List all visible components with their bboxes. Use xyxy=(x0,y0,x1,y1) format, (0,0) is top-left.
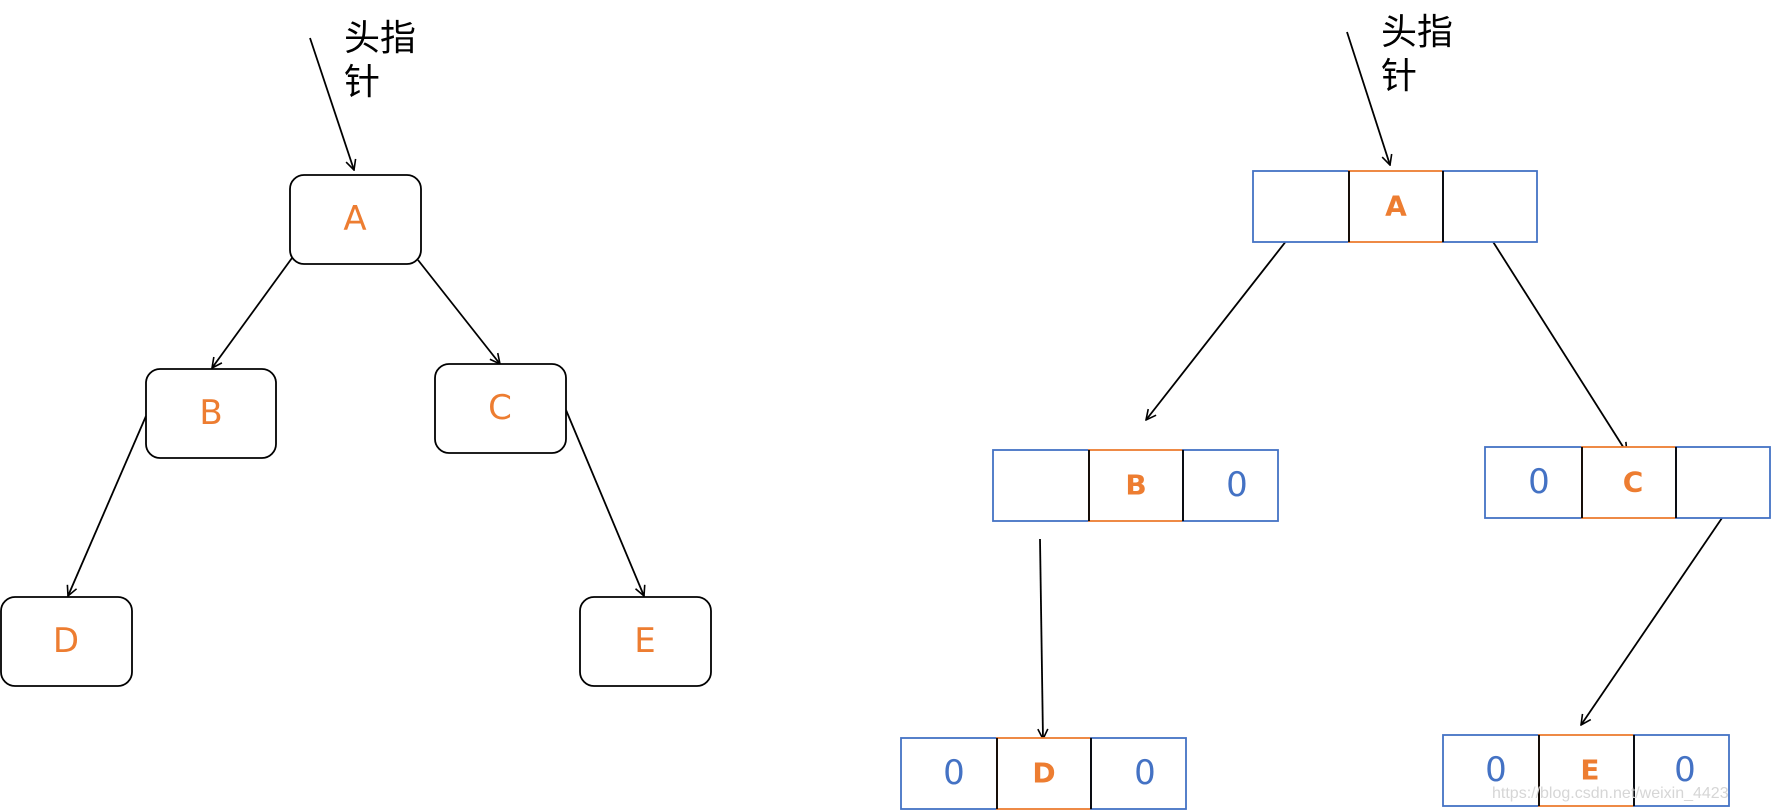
right-pointer-value: 0 xyxy=(1674,750,1696,790)
right-pointer-cell xyxy=(1182,449,1279,522)
tree-node-b: B xyxy=(145,368,277,459)
linked-view: 头指 针 A B 0 xyxy=(900,12,1771,810)
tree-node-a: A xyxy=(289,174,422,265)
right-pointer-cell xyxy=(1442,170,1538,243)
node-data-value: A xyxy=(1385,190,1407,223)
linked-node-d: 0 D 0 xyxy=(900,737,1187,810)
left-pointer-cell xyxy=(992,449,1090,522)
left-pointer-cell xyxy=(900,737,998,810)
right-pointer-cell xyxy=(1633,734,1730,807)
left-pointer-cell xyxy=(1484,446,1583,519)
watermark-text: https://blog.csdn.net/weixin_4423 xyxy=(1492,785,1729,802)
left-pointer-value: 0 xyxy=(1485,750,1507,790)
tree-edge-b-d xyxy=(68,415,147,596)
pointer-a-right-to-c xyxy=(1489,236,1627,453)
node-data-value: E xyxy=(1580,754,1599,787)
head-pointer-label-line2: 针 xyxy=(344,62,380,103)
tree-view: 头指 针 A B C D E xyxy=(0,18,712,687)
tree-node-label: E xyxy=(634,621,655,661)
head-pointer-arrow xyxy=(1346,31,1390,165)
data-cell xyxy=(1581,446,1677,519)
data-cell xyxy=(1088,449,1184,522)
right-pointer-cell xyxy=(1090,737,1187,810)
linked-node-c: 0 C xyxy=(1484,446,1771,519)
right-pointer-cell xyxy=(1675,446,1771,519)
right-pointer-value: 0 xyxy=(1134,753,1156,793)
node-data-value: C xyxy=(1623,466,1644,499)
tree-node-e: E xyxy=(579,596,712,687)
node-data-value: D xyxy=(1032,757,1055,790)
head-pointer-label-line2: 针 xyxy=(1381,56,1417,97)
tree-node-c: C xyxy=(434,363,567,454)
tree-node-label: A xyxy=(343,199,366,239)
left-pointer-value: 0 xyxy=(943,753,965,793)
tree-node-label: B xyxy=(199,393,222,433)
tree-node-label: D xyxy=(53,621,79,661)
linked-node-a: A xyxy=(1252,170,1538,243)
head-pointer-label-line1: 头指 xyxy=(1381,12,1453,53)
pointer-c-right-to-e xyxy=(1581,517,1723,725)
tree-edge-a-b xyxy=(212,257,293,368)
head-pointer-label-line1: 头指 xyxy=(344,18,416,59)
tree-edge-c-e xyxy=(565,409,644,596)
pointer-a-left-to-b xyxy=(1146,230,1295,420)
left-pointer-cell xyxy=(1252,170,1350,243)
linked-node-e: 0 E 0 xyxy=(1442,734,1730,807)
right-pointer-value: 0 xyxy=(1226,465,1248,505)
left-pointer-value: 0 xyxy=(1528,462,1550,502)
data-cell xyxy=(1538,734,1635,807)
node-data-value: B xyxy=(1125,469,1146,502)
tree-node-d: D xyxy=(0,596,133,687)
pointer-b-left-to-d xyxy=(1040,538,1043,739)
head-pointer-arrow xyxy=(309,37,354,170)
tree-edge-a-c xyxy=(417,259,500,364)
linked-node-b: B 0 xyxy=(992,449,1279,522)
tree-node-label: C xyxy=(488,388,512,428)
